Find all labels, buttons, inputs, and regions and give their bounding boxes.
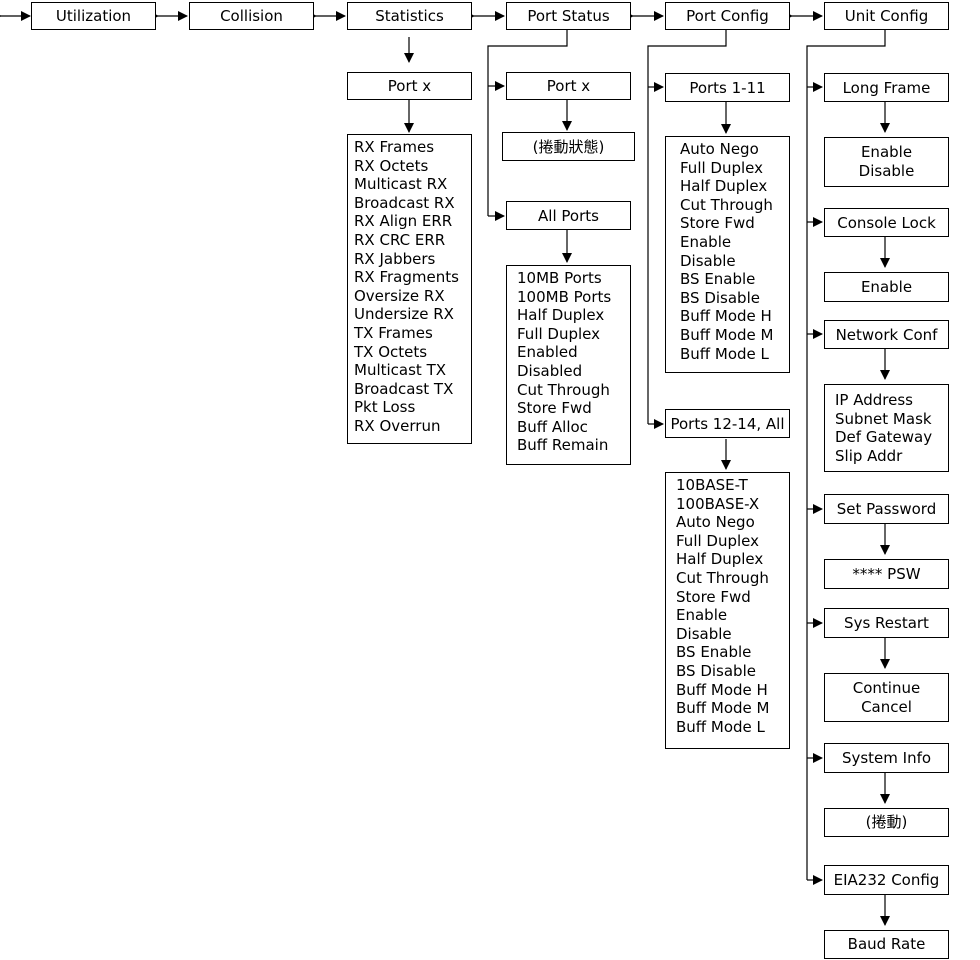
list-item: Buff Mode M bbox=[680, 325, 774, 344]
pc-items-1-11-list: Auto Nego Full Duplex Half Duplex Cut Th… bbox=[665, 136, 790, 373]
list-item: Disable bbox=[676, 624, 732, 643]
ps-port-box: Port x bbox=[506, 72, 631, 100]
list-item: Broadcast RX bbox=[354, 193, 455, 212]
list-item: Store Fwd bbox=[517, 399, 592, 418]
list-item: Buff Mode M bbox=[676, 699, 770, 718]
stat-items-list: RX Frames RX Octets Multicast RX Broadca… bbox=[347, 134, 472, 444]
list-item: TX Frames bbox=[354, 323, 433, 342]
menu-utilization: Utilization bbox=[31, 2, 156, 30]
list-item: RX Overrun bbox=[354, 416, 441, 435]
list-item: Half Duplex bbox=[676, 550, 764, 569]
option-item: Disable bbox=[858, 162, 915, 180]
list-item: Buff Mode H bbox=[676, 680, 768, 699]
uc-eia232-opts: Baud Rate bbox=[824, 930, 949, 959]
list-item: 100MB Ports bbox=[517, 287, 612, 306]
uc-console-lock-box: Console Lock bbox=[824, 208, 949, 237]
list-item: Cut Through bbox=[676, 568, 769, 587]
uc-eia232-box: EIA232 Config bbox=[824, 865, 949, 895]
pc-ports-12-14-box: Ports 12-14, All bbox=[665, 409, 790, 438]
list-item: Broadcast TX bbox=[354, 379, 454, 398]
pc-ports-1-11-box: Ports 1-11 bbox=[665, 73, 790, 102]
uc-set-password-box: Set Password bbox=[824, 494, 949, 524]
list-item: Enable bbox=[676, 606, 728, 625]
option-item: Continue bbox=[852, 678, 921, 697]
list-item: BS Disable bbox=[676, 661, 756, 680]
uc-sys-restart-box: Sys Restart bbox=[824, 608, 949, 638]
list-item: Auto Nego bbox=[680, 140, 759, 158]
uc-network-conf-box: Network Conf bbox=[824, 320, 949, 349]
list-item: Full Duplex bbox=[680, 158, 764, 177]
list-item: Buff Mode L bbox=[676, 717, 765, 736]
list-item: Multicast TX bbox=[354, 361, 447, 380]
list-item: 10MB Ports bbox=[517, 269, 602, 287]
uc-sys-restart-opts: Continue Cancel bbox=[824, 673, 949, 722]
list-item: Full Duplex bbox=[676, 531, 760, 550]
ps-all-ports-box: All Ports bbox=[506, 201, 631, 230]
option-item: Baud Rate bbox=[847, 935, 926, 953]
list-item: BS Disable bbox=[680, 288, 760, 307]
menu-unit-config: Unit Config bbox=[824, 2, 949, 30]
list-item: Disabled bbox=[517, 361, 583, 380]
option-item: Cancel bbox=[861, 697, 912, 716]
list-item: Store Fwd bbox=[680, 214, 755, 233]
list-item: RX CRC ERR bbox=[354, 230, 446, 249]
list-item: Enabled bbox=[517, 343, 578, 362]
uc-system-info-opts: (捲動) bbox=[824, 808, 949, 837]
stat-port-box: Port x bbox=[347, 72, 472, 100]
menu-port-config: Port Config bbox=[665, 2, 790, 30]
list-item: Buff Mode L bbox=[680, 344, 769, 363]
list-item: RX Fragments bbox=[354, 268, 459, 287]
list-item: Cut Through bbox=[680, 195, 773, 214]
list-item: 100BASE-X bbox=[676, 494, 760, 513]
list-item: Def Gateway bbox=[835, 428, 933, 447]
branch-port-config bbox=[647, 30, 727, 424]
list-item: Enable bbox=[680, 232, 732, 251]
list-item: RX Frames bbox=[354, 138, 435, 156]
list-item: Full Duplex bbox=[517, 324, 601, 343]
list-item: Buff Mode H bbox=[680, 307, 772, 326]
branch-unit-config bbox=[806, 30, 886, 880]
list-item: Pkt Loss bbox=[354, 398, 416, 417]
list-item: Undersize RX bbox=[354, 305, 454, 324]
list-item: RX Jabbers bbox=[354, 249, 436, 268]
list-item: Subnet Mask bbox=[835, 409, 932, 428]
branch-port-status bbox=[487, 30, 568, 216]
ps-port-detail: (捲動狀態) bbox=[502, 132, 635, 161]
list-item: Store Fwd bbox=[676, 587, 751, 606]
list-item: Auto Nego bbox=[676, 513, 755, 532]
ps-all-items-list: 10MB Ports 100MB Ports Half Duplex Full … bbox=[506, 265, 631, 465]
menu-collision: Collision bbox=[189, 2, 314, 30]
option-item: Enable bbox=[860, 143, 913, 161]
list-item: Buff Alloc bbox=[517, 417, 588, 436]
list-item: Half Duplex bbox=[517, 306, 605, 325]
uc-set-password-opts: **** PSW bbox=[824, 559, 949, 589]
option-item: (捲動) bbox=[865, 813, 908, 831]
uc-console-lock-opts: Enable bbox=[824, 272, 949, 302]
list-item: IP Address bbox=[835, 391, 913, 409]
menu-statistics: Statistics bbox=[347, 2, 472, 30]
uc-system-info-box: System Info bbox=[824, 743, 949, 773]
list-item: Oversize RX bbox=[354, 286, 445, 305]
list-item: 10BASE-T bbox=[676, 476, 748, 494]
list-item: Multicast RX bbox=[354, 175, 448, 194]
option-item: Enable bbox=[860, 277, 913, 296]
list-item: BS Enable bbox=[680, 270, 756, 289]
list-item: Buff Remain bbox=[517, 436, 609, 455]
uc-long-frame-box: Long Frame bbox=[824, 73, 949, 102]
list-item: RX Align ERR bbox=[354, 212, 453, 231]
pc-items-12-14-list: 10BASE-T 100BASE-X Auto Nego Full Duplex… bbox=[665, 472, 790, 749]
list-item: RX Octets bbox=[354, 156, 429, 175]
list-item: Cut Through bbox=[517, 380, 610, 399]
list-item: Disable bbox=[680, 251, 736, 270]
list-item: TX Octets bbox=[354, 342, 428, 361]
list-item: Slip Addr bbox=[835, 446, 903, 465]
list-item: Half Duplex bbox=[680, 177, 768, 196]
uc-network-conf-list: IP Address Subnet Mask Def Gateway Slip … bbox=[824, 384, 949, 472]
option-item: **** PSW bbox=[852, 564, 921, 583]
uc-long-frame-opts: Enable Disable bbox=[824, 137, 949, 187]
list-item: BS Enable bbox=[676, 643, 752, 662]
menu-port-status: Port Status bbox=[506, 2, 631, 30]
